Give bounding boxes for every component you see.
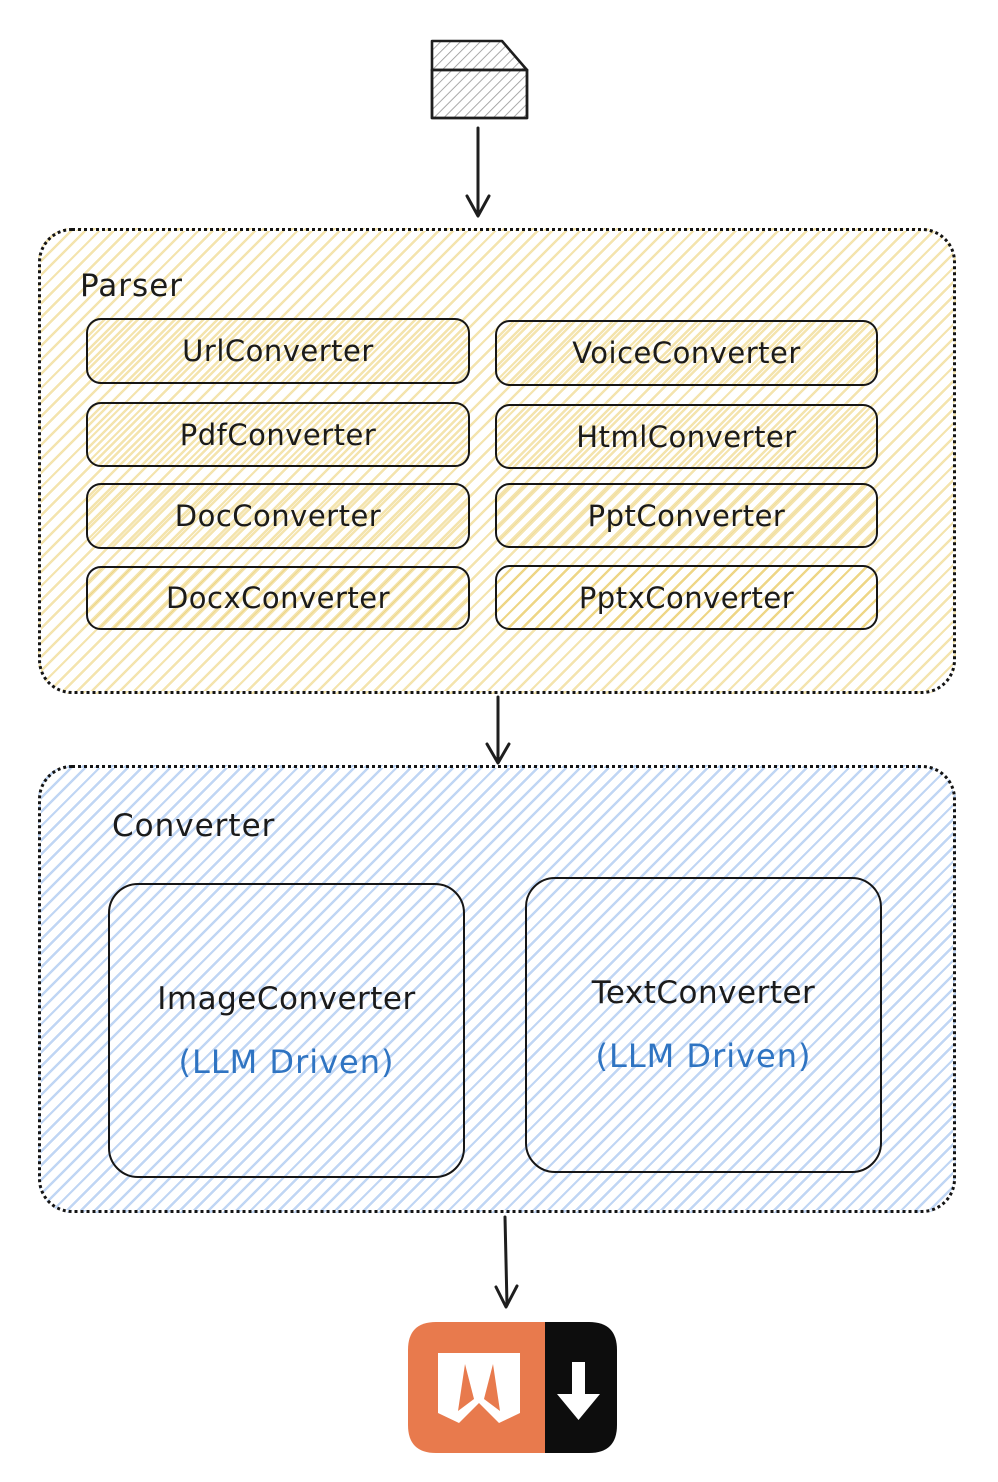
node-label: HtmlConverter (576, 419, 797, 454)
node-doc-converter: DocConverter (86, 483, 470, 549)
node-docx-converter: DocxConverter (86, 566, 470, 630)
node-label: VoiceConverter (572, 336, 801, 370)
node-image-converter: ImageConverter (LLM Driven) (108, 883, 465, 1178)
arrow-down-3 (494, 1215, 519, 1309)
folder-icon (430, 39, 529, 120)
markdown-m-glyph (438, 1353, 520, 1423)
node-label: UrlConverter (182, 334, 374, 368)
node-label: PdfConverter (179, 417, 377, 452)
llm-driven-note: (LLM Driven) (595, 1037, 812, 1075)
node-url-converter: UrlConverter (86, 318, 470, 384)
node-ppt-converter: PptConverter (495, 483, 878, 548)
node-label: TextConverter (591, 975, 816, 1011)
node-label: ImageConverter (157, 980, 416, 1017)
converter-group-label: Converter (112, 808, 276, 844)
node-text-converter: TextConverter (LLM Driven) (525, 877, 882, 1173)
markdown-logo (408, 1322, 617, 1453)
node-label: PptxConverter (578, 580, 795, 615)
arrow-down-2 (485, 695, 511, 765)
node-html-converter: HtmlConverter (495, 404, 878, 469)
node-pptx-converter: PptxConverter (495, 565, 878, 630)
converter-group (38, 765, 956, 1213)
llm-driven-note: (LLM Driven) (178, 1042, 395, 1081)
node-label: DocxConverter (165, 581, 391, 615)
download-arrow-glyph (557, 1362, 600, 1420)
node-voice-converter: VoiceConverter (495, 320, 878, 386)
parser-group-label: Parser (80, 268, 184, 304)
node-pdf-converter: PdfConverter (86, 402, 470, 467)
arrow-down-1 (465, 126, 491, 218)
node-label: DocConverter (174, 499, 382, 533)
node-label: PptConverter (587, 498, 786, 533)
